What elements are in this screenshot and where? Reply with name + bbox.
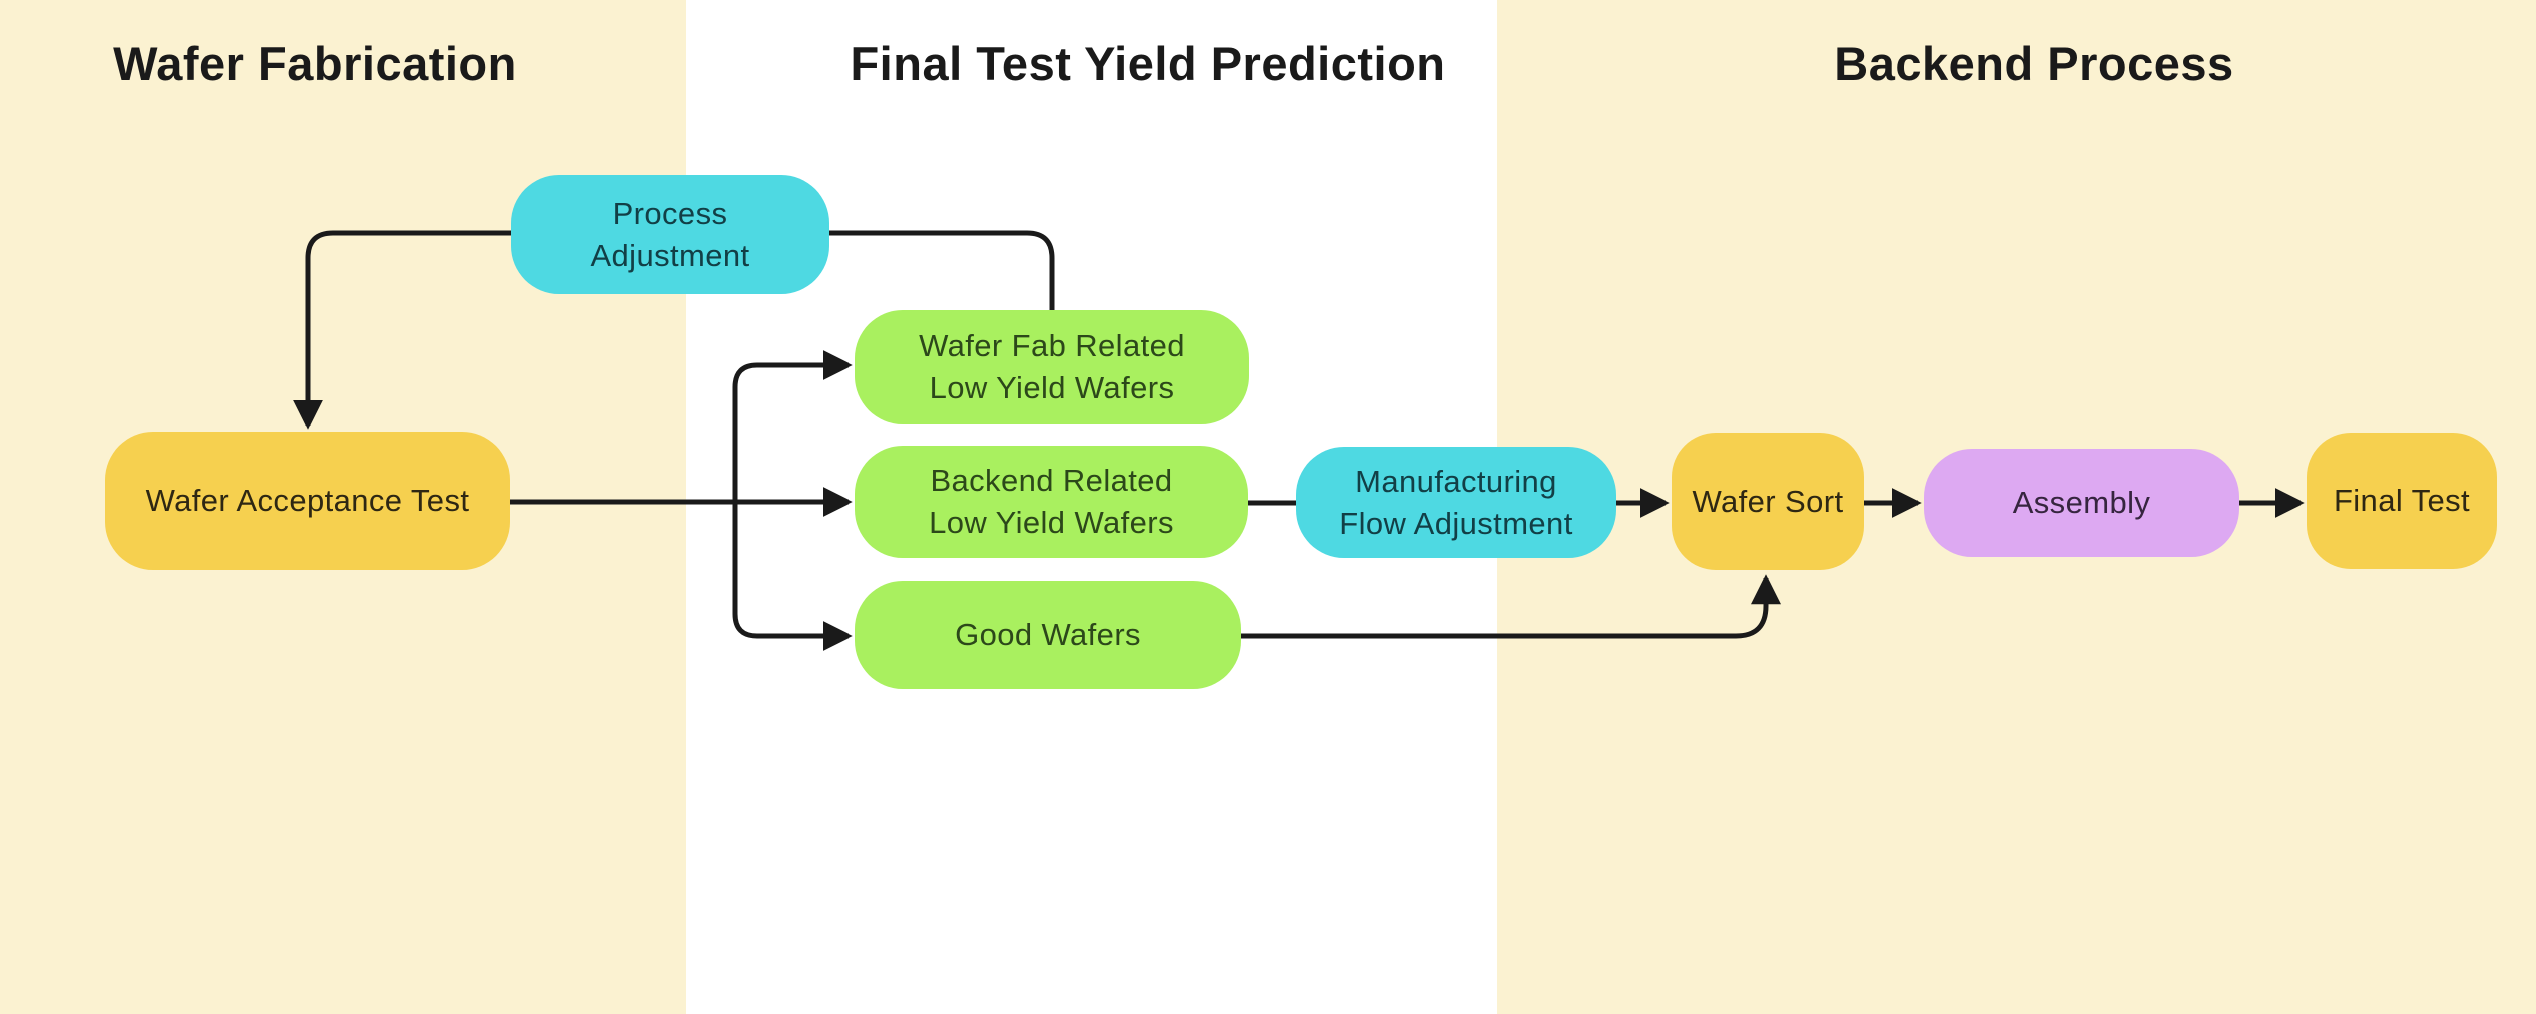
node-wafer-fab-related-low-yield-wafers: Wafer Fab Related Low Yield Wafers: [855, 310, 1249, 424]
node-label: Assembly: [2012, 485, 2151, 521]
section-title-final-test-yield-prediction: Final Test Yield Prediction: [850, 37, 1446, 90]
node-assembly: Assembly: [1924, 449, 2239, 557]
node-manufacturing-flow-adjustment: Manufacturing Flow Adjustment: [1296, 447, 1616, 558]
node-wafer-sort: Wafer Sort: [1672, 433, 1864, 570]
node-final-test: Final Test: [2307, 433, 2497, 569]
node-label: Manufacturing Flow Adjustment: [1339, 463, 1573, 541]
node-label: Final Test: [2333, 483, 2471, 519]
section-title-wafer-fabrication: Wafer Fabrication: [113, 37, 517, 90]
node-label: Backend Related Low Yield Wafers: [929, 463, 1174, 540]
node-label: Wafer Fab Related Low Yield Wafers: [919, 328, 1185, 405]
node-label: Process Adjustment: [590, 195, 750, 273]
section-title-backend-process: Backend Process: [1834, 37, 2234, 90]
node-label: Wafer Sort: [1692, 483, 1844, 519]
node-process-adjustment: Process Adjustment: [511, 175, 829, 294]
node-good-wafers: Good Wafers: [855, 581, 1241, 689]
node-label: Wafer Acceptance Test: [145, 483, 470, 519]
node-label: Good Wafers: [955, 617, 1141, 653]
node-wafer-acceptance-test: Wafer Acceptance Test: [105, 432, 510, 570]
node-backend-related-low-yield-wafers: Backend Related Low Yield Wafers: [855, 446, 1248, 558]
